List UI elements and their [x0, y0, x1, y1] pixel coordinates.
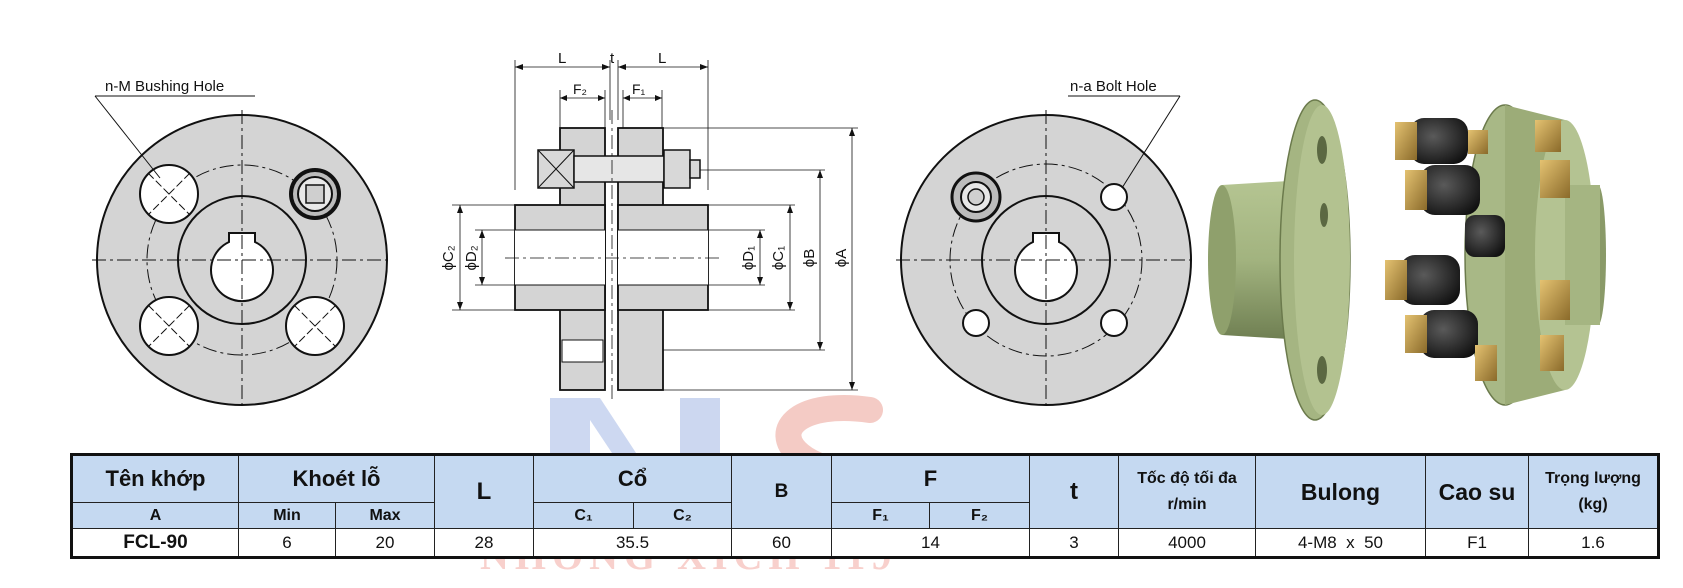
cell-speed: 4000	[1118, 528, 1256, 558]
header-trong-luong: Trọng lượng (kg)	[1528, 454, 1659, 529]
dim-D1: ϕD₁	[740, 246, 757, 270]
subheader-F1: F₁	[831, 502, 930, 529]
header-t: t	[1029, 454, 1119, 529]
dim-F1: F₁	[632, 81, 646, 97]
header-bulong: Bulong	[1255, 454, 1426, 529]
dim-B: ϕB	[801, 249, 818, 267]
header-L: L	[434, 454, 534, 529]
subheader-C1: C₁	[533, 502, 634, 529]
cell-B: 60	[731, 528, 832, 558]
dim-D2: ϕD₂	[463, 245, 480, 270]
flange-bushing-view: n-M Bushing Hole	[92, 78, 392, 410]
cell-min: 6	[238, 528, 336, 558]
dim-A: ϕA	[833, 249, 850, 267]
side-section-view: L t L F₂ F₁	[440, 50, 858, 400]
dim-C1: ϕC₁	[770, 246, 787, 270]
dim-F2: F₂	[573, 81, 587, 97]
header-toc-do: Tốc độ tối đa r/min	[1118, 454, 1256, 529]
subheader-A: A	[71, 502, 239, 529]
subheader-F2: F₂	[929, 502, 1030, 529]
subheader-C2: C₂	[633, 502, 732, 529]
header-B: B	[731, 454, 832, 529]
header-khoet-lo: Khoét lỗ	[238, 454, 435, 503]
cell-weight: 1.6	[1528, 528, 1659, 558]
coupling-photo	[1208, 99, 1606, 421]
header-F: F	[831, 454, 1030, 503]
subheader-min: Min	[238, 502, 336, 529]
header-ten-khop: Tên khớp	[71, 454, 239, 503]
cell-bolt: 4-M8 x 50	[1255, 528, 1426, 558]
subheader-max: Max	[335, 502, 435, 529]
cell-name: FCL-90	[71, 528, 239, 558]
dim-L-left: L	[558, 50, 566, 67]
dim-C2: ϕC₂	[440, 245, 457, 270]
cell-max: 20	[335, 528, 435, 558]
cell-C: 35.5	[533, 528, 732, 558]
header-cao-su: Cao su	[1425, 454, 1529, 529]
header-co: Cổ	[533, 454, 732, 503]
cell-rubber: F1	[1425, 528, 1529, 558]
dim-L-right: L	[658, 50, 666, 67]
cell-t: 3	[1029, 528, 1119, 558]
cell-L: 28	[434, 528, 534, 558]
cell-F: 14	[831, 528, 1030, 558]
bolt-hole-label: n-a Bolt Hole	[1070, 78, 1157, 95]
flange-bolt-view: n-a Bolt Hole	[896, 78, 1196, 410]
dim-t: t	[610, 50, 615, 67]
bushing-hole-label: n-M Bushing Hole	[105, 78, 224, 95]
spec-table: Tên khớp Khoét lỗ L Cổ B F t Tốc độ tối …	[70, 453, 1660, 559]
